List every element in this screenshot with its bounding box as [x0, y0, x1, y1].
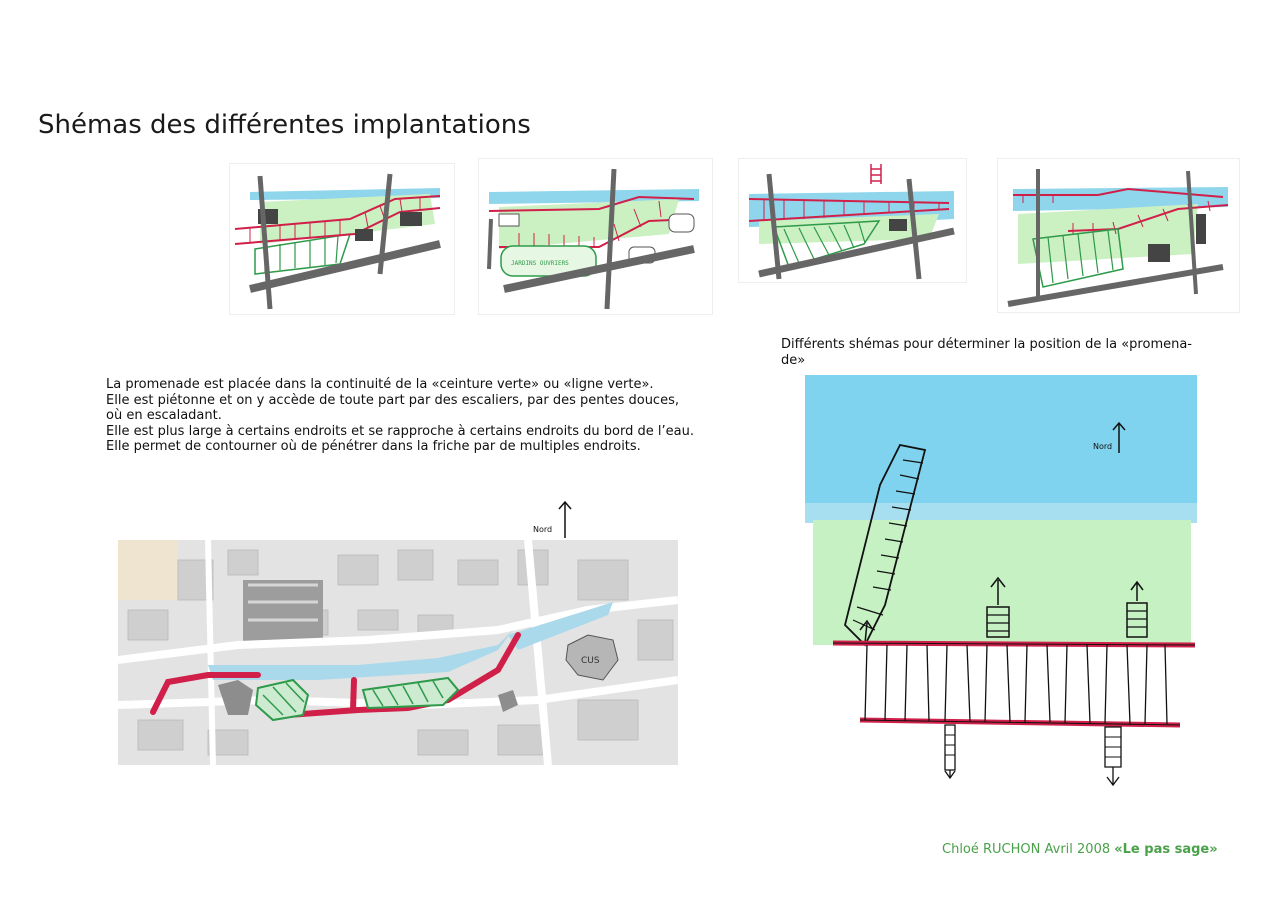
paragraph-line: Elle est plus large à certains endroits …	[106, 423, 694, 439]
footer-author-date: Chloé RUCHON Avril 2008	[942, 842, 1115, 857]
footer-credit: Chloé RUCHON Avril 2008 «Le pas sage»	[942, 842, 1218, 857]
promenade-section-sketch	[805, 375, 1200, 788]
sketch-thumbnail-1	[229, 163, 455, 315]
page-title: Shémas des différentes implantations	[38, 110, 531, 140]
cus-map-label: CUS	[581, 656, 600, 666]
paragraph-line: La promenade est placée dans la continui…	[106, 377, 654, 392]
jardins-label: JARDINS OUVRIERS	[511, 260, 569, 267]
sketch-thumbnail-4	[997, 158, 1240, 313]
paragraph-line: Elle est piétonne et on y accède de tout…	[106, 392, 679, 408]
paragraph-line: où en escaladant.	[106, 408, 222, 423]
schemas-caption: Différents shémas pour déterminer la pos…	[781, 337, 1211, 369]
caption-line-1: Différents shémas pour déterminer la pos…	[781, 337, 1192, 352]
north-arrow-icon	[1112, 421, 1126, 453]
paragraph-line: Elle permet de contourner où de pénétrer…	[106, 439, 641, 454]
north-arrow-icon	[558, 500, 572, 538]
north-label-map: Nord	[533, 525, 553, 534]
sketch-thumbnail-3	[738, 158, 967, 283]
north-label-sketch: Nord	[1093, 442, 1113, 451]
sketch-thumbnail-2: JARDINS OUVRIERS	[478, 158, 713, 315]
caption-line-2: de»	[781, 353, 806, 368]
footer-project-name: «Le pas sage»	[1114, 842, 1218, 857]
promenade-description: La promenade est placée dans la continui…	[106, 377, 726, 455]
site-plan-map: CUS	[118, 540, 678, 765]
